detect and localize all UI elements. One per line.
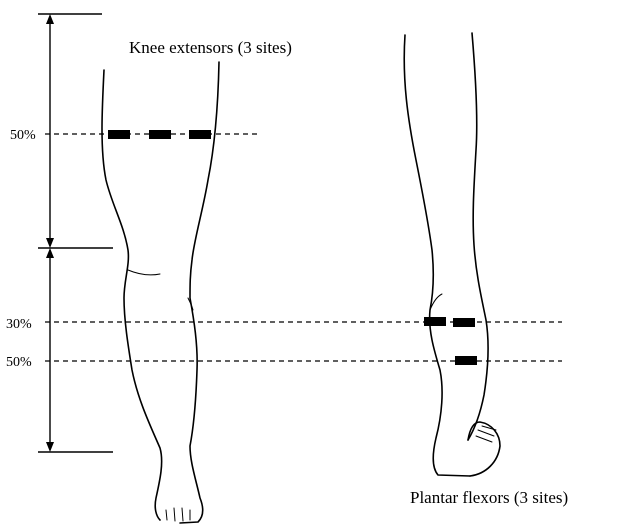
calf-30-site-1: [424, 317, 446, 326]
thigh-arrow-head-bottom: [46, 238, 54, 248]
thigh-arrow-head-top: [46, 14, 54, 24]
leg-30-percent-label: 30%: [6, 317, 32, 332]
lower-leg-arrow-head-top: [46, 248, 54, 258]
thigh-site-2: [149, 130, 171, 139]
thigh-site-3: [189, 130, 211, 139]
front-leg-knee-line: [128, 270, 160, 275]
front-leg-toe-3: [182, 508, 183, 521]
front-leg-toe-2: [174, 508, 175, 521]
thigh-site-1: [108, 130, 130, 139]
lower-leg-length-dimension: [38, 248, 113, 452]
knee-extensors-label: Knee extensors (3 sites): [129, 38, 292, 57]
leg-50-percent-label: 50%: [6, 355, 32, 370]
back-leg-toe-3: [476, 436, 492, 442]
calf-50-site: [455, 356, 477, 365]
back-leg-right-contour: [468, 33, 488, 440]
back-leg-toe-1: [478, 430, 494, 436]
calf-30-site-2: [453, 318, 475, 327]
plantar-flexors-label: Plantar flexors (3 sites): [410, 488, 568, 507]
thigh-50-percent-label: 50%: [10, 128, 36, 143]
back-leg-toe-2: [482, 426, 496, 430]
front-leg-toe-1: [166, 510, 167, 520]
back-leg-left-contour: [404, 35, 470, 476]
back-leg-outline: [404, 33, 500, 476]
lower-leg-arrow-head-bottom: [46, 442, 54, 452]
